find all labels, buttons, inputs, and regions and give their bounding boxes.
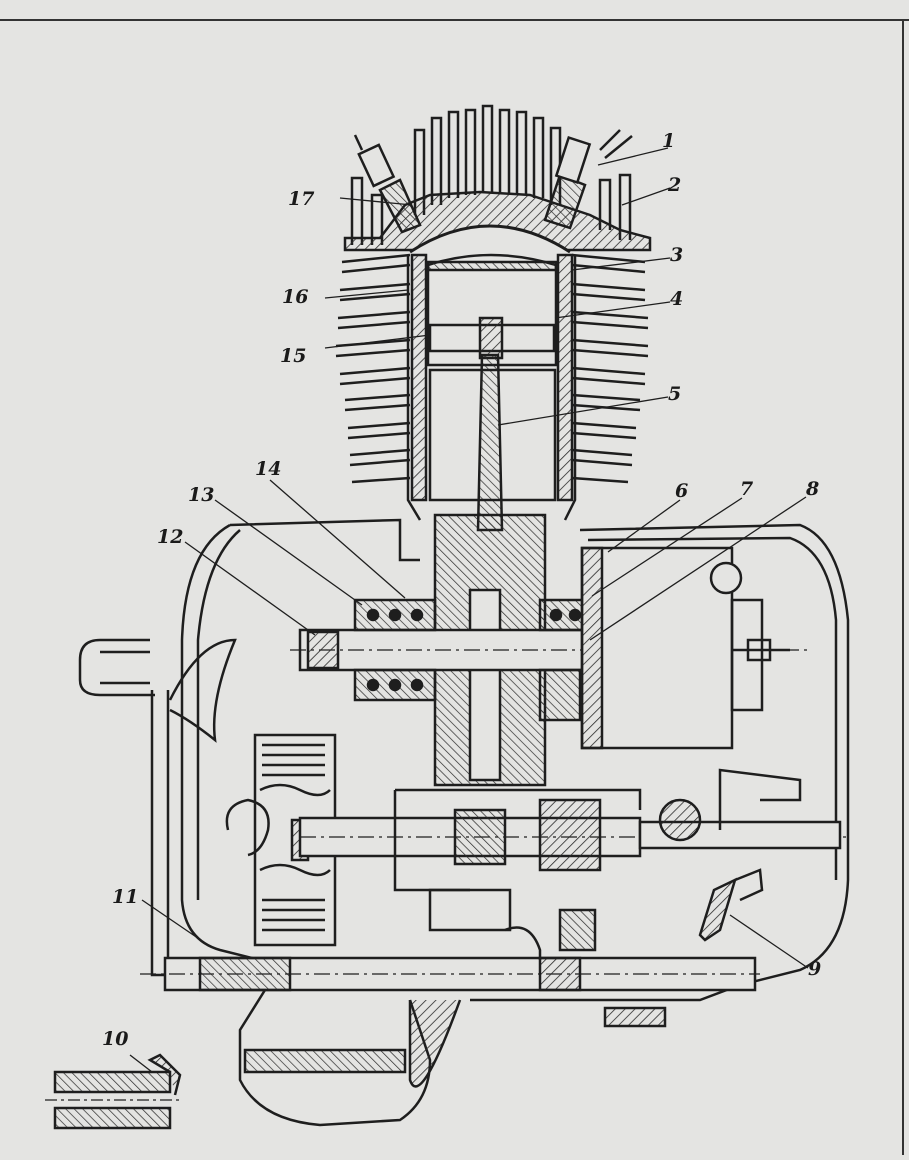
combustion-chamber: [409, 224, 571, 254]
callout-10: 10: [102, 1028, 129, 1050]
crankcase-left-wall: [180, 523, 261, 962]
cylinder-liner-left: [410, 253, 428, 502]
callout-16: 16: [282, 286, 309, 308]
cylinder-head: [343, 190, 652, 252]
callout-5: 5: [668, 383, 682, 405]
magneto: [580, 546, 734, 750]
callout-4: 4: [670, 288, 684, 310]
callout-14: 14: [255, 458, 282, 480]
crankcase-sump: [238, 989, 432, 1127]
callout-7: 7: [740, 478, 754, 500]
callout-6: 6: [675, 480, 689, 502]
main-bearing-left: [353, 598, 437, 702]
callout-2: 2: [668, 174, 682, 196]
gear-selector-sprocket: [658, 798, 702, 842]
callout-15: 15: [280, 345, 307, 367]
callout-17: 17: [288, 188, 315, 210]
gear-shift-lever: [698, 877, 738, 942]
callout-9: 9: [808, 958, 822, 980]
cylinder-fins-right: [571, 253, 649, 484]
spark-plug-left: [353, 134, 422, 234]
kickstarter-pedal: [78, 638, 155, 697]
callout-8: 8: [806, 478, 820, 500]
cylinder-liner-right: [556, 253, 574, 502]
callout-12: 12: [157, 526, 184, 548]
crankshaft-nut: [306, 630, 340, 670]
cylinder-fins-left: [335, 253, 411, 484]
callout-leaders: [129, 147, 809, 1073]
magneto-cam: [709, 561, 743, 595]
kickstarter-spring-plate: [168, 638, 237, 743]
callout-3: 3: [670, 244, 684, 266]
connecting-rod: [476, 353, 504, 532]
engine-outline: [78, 104, 850, 1127]
callout-1: 1: [662, 130, 676, 152]
spark-plug-right: [543, 129, 633, 230]
callout-13: 13: [188, 484, 215, 506]
callout-11: 11: [112, 886, 139, 908]
detail-10-bushing: [45, 1053, 182, 1130]
